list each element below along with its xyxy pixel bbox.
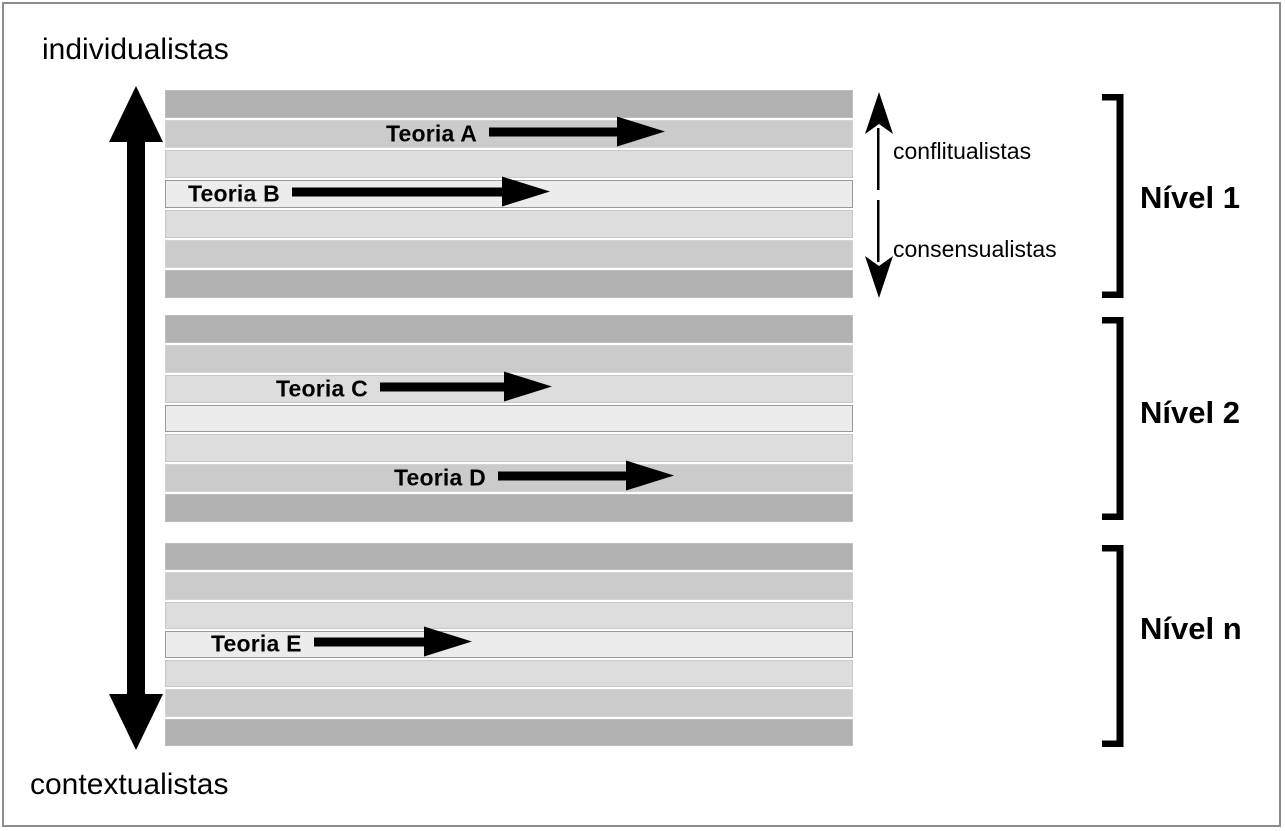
stripe-row [165, 210, 853, 238]
theory-label: Teoria C [276, 375, 368, 402]
stripe-row [165, 718, 853, 746]
stripe-row: Teoria B [165, 176, 853, 208]
sub-axis-top-label: conflitualistas [893, 138, 1032, 164]
right-arrow-icon [291, 176, 550, 212]
level-bracket-3 [1100, 544, 1126, 748]
theory-item-c[interactable]: Teoria C [276, 371, 552, 406]
theory-label: Teoria B [188, 180, 280, 207]
stripe-row [165, 315, 853, 343]
sub-axis-double-arrow-icon [862, 92, 896, 298]
stripe-row [165, 270, 853, 298]
level-block-1: Teoria A Teoria B [165, 90, 853, 298]
stripe-row: Teoria A [165, 116, 853, 148]
stripe-row [165, 404, 853, 433]
stripe-row [165, 494, 853, 523]
stripe-row [165, 434, 853, 463]
stripe-row [165, 240, 853, 268]
right-arrow-icon [489, 116, 666, 152]
level-bracket-1 [1100, 93, 1126, 299]
level-label-3: Nível n [1140, 611, 1242, 646]
level-label-1: Nível 1 [1140, 180, 1240, 215]
level-bracket-2 [1100, 316, 1126, 521]
stripe-row: Teoria D [165, 460, 853, 493]
theory-item-a[interactable]: Teoria A [386, 116, 666, 152]
vertical-double-arrow-icon [105, 86, 167, 750]
level-block-3: Teoria E [165, 543, 853, 746]
theory-item-b[interactable]: Teoria B [188, 176, 550, 212]
level-label-2: Nível 2 [1140, 395, 1240, 430]
stripe-row [165, 601, 853, 629]
stripe-row [165, 90, 853, 118]
right-arrow-icon [313, 626, 472, 662]
theory-label: Teoria A [386, 120, 478, 147]
stripe-row [165, 344, 853, 373]
stripe-row: Teoria E [165, 626, 853, 659]
stripe-row [165, 660, 853, 688]
stripe-row [165, 150, 853, 178]
stripe-row [165, 543, 853, 571]
theory-item-e[interactable]: Teoria E [211, 626, 472, 662]
axis-top-label: individualistas [42, 33, 229, 66]
level-block-2: Teoria C Teoria D [165, 315, 853, 523]
stripe-row [165, 572, 853, 600]
theory-label: Teoria E [211, 630, 302, 657]
stripe-row [165, 689, 853, 717]
right-arrow-icon [497, 460, 674, 496]
theory-label: Teoria D [394, 464, 486, 491]
sub-axis-bottom-label: consensualistas [893, 236, 1057, 262]
right-arrow-icon [379, 371, 552, 406]
stripe-row: Teoria C [165, 371, 853, 403]
theory-item-d[interactable]: Teoria D [394, 460, 674, 496]
axis-bottom-label: contextualistas [30, 768, 229, 801]
